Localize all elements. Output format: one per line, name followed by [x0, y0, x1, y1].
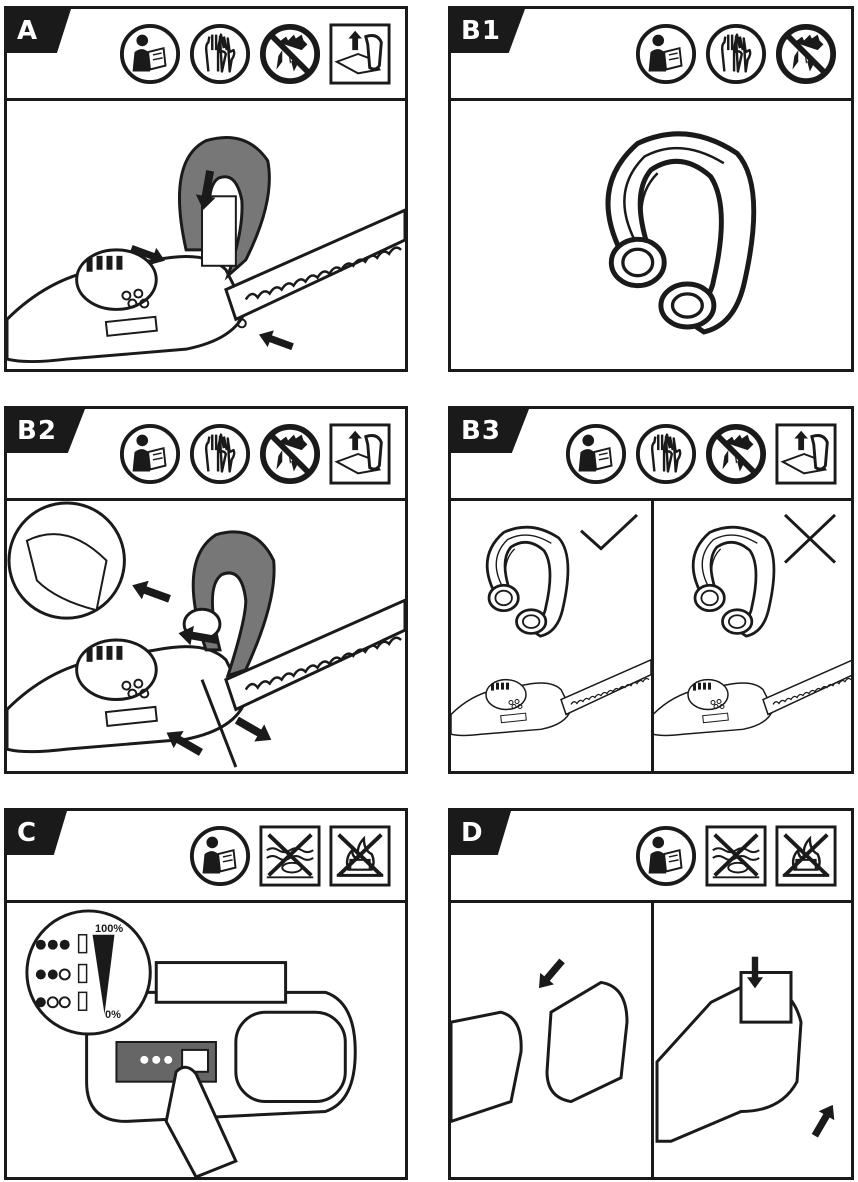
panel-d: D	[448, 808, 854, 1180]
panel-header: B3	[451, 409, 851, 501]
wear-gloves-icon	[189, 23, 251, 85]
icon-row	[119, 9, 391, 98]
read-manual-icon	[119, 23, 181, 85]
panel-header: A	[7, 9, 405, 101]
no-touch-blade-icon	[259, 23, 321, 85]
blade-guard-icon	[775, 423, 837, 485]
level-100-label: 100%	[95, 923, 124, 935]
panel-header: B1	[451, 9, 851, 101]
panel-b2: B2	[4, 406, 408, 774]
no-water-disposal-icon	[705, 825, 767, 887]
blade-guard-icon	[329, 23, 391, 85]
panel-a: A	[4, 6, 408, 372]
panel-label: C	[7, 811, 67, 855]
panel-divider	[651, 501, 654, 771]
read-manual-icon	[189, 825, 251, 887]
charge-indicator-legend	[25, 909, 152, 1036]
panel-b1: B1	[448, 6, 854, 372]
panel-label: B3	[451, 409, 529, 453]
no-fire-disposal-icon	[775, 825, 837, 887]
read-manual-icon	[119, 423, 181, 485]
read-manual-icon	[635, 825, 697, 887]
illustration-b3	[451, 501, 851, 771]
panel-header: C	[7, 811, 405, 903]
icon-row	[189, 811, 391, 900]
panel-c: C 100% 0%	[4, 808, 408, 1180]
no-water-disposal-icon	[259, 825, 321, 887]
panel-label: A	[7, 9, 71, 53]
read-manual-icon	[565, 423, 627, 485]
icon-row	[119, 409, 391, 498]
pointing-finger	[164, 1065, 238, 1177]
no-touch-blade-icon	[259, 423, 321, 485]
panel-header: B2	[7, 409, 405, 501]
illustration-b1	[451, 101, 851, 369]
panel-divider	[651, 903, 654, 1177]
battery-pack	[545, 980, 629, 1104]
wear-gloves-icon	[189, 423, 251, 485]
illustration-c: 100% 0%	[7, 903, 405, 1177]
no-touch-blade-icon	[775, 23, 837, 85]
icon-row	[635, 811, 837, 900]
no-touch-blade-icon	[705, 423, 767, 485]
level-0-label: 0%	[105, 1009, 121, 1021]
panel-label: B2	[7, 409, 85, 453]
panel-label: D	[451, 811, 511, 855]
illustration-d	[451, 903, 851, 1177]
illustration-b2	[7, 501, 405, 771]
blade-guard-icon	[329, 423, 391, 485]
icon-row	[635, 9, 837, 98]
read-manual-icon	[635, 23, 697, 85]
cross-mark-icon	[783, 513, 837, 564]
panel-label: B1	[451, 9, 525, 53]
panel-b3: B3	[448, 406, 854, 774]
panel-header: D	[451, 811, 851, 903]
check-mark-icon	[579, 513, 639, 551]
illustration-a	[7, 101, 405, 369]
icon-row	[565, 409, 837, 498]
wear-gloves-icon	[635, 423, 697, 485]
no-fire-disposal-icon	[329, 825, 391, 887]
wear-gloves-icon	[705, 23, 767, 85]
